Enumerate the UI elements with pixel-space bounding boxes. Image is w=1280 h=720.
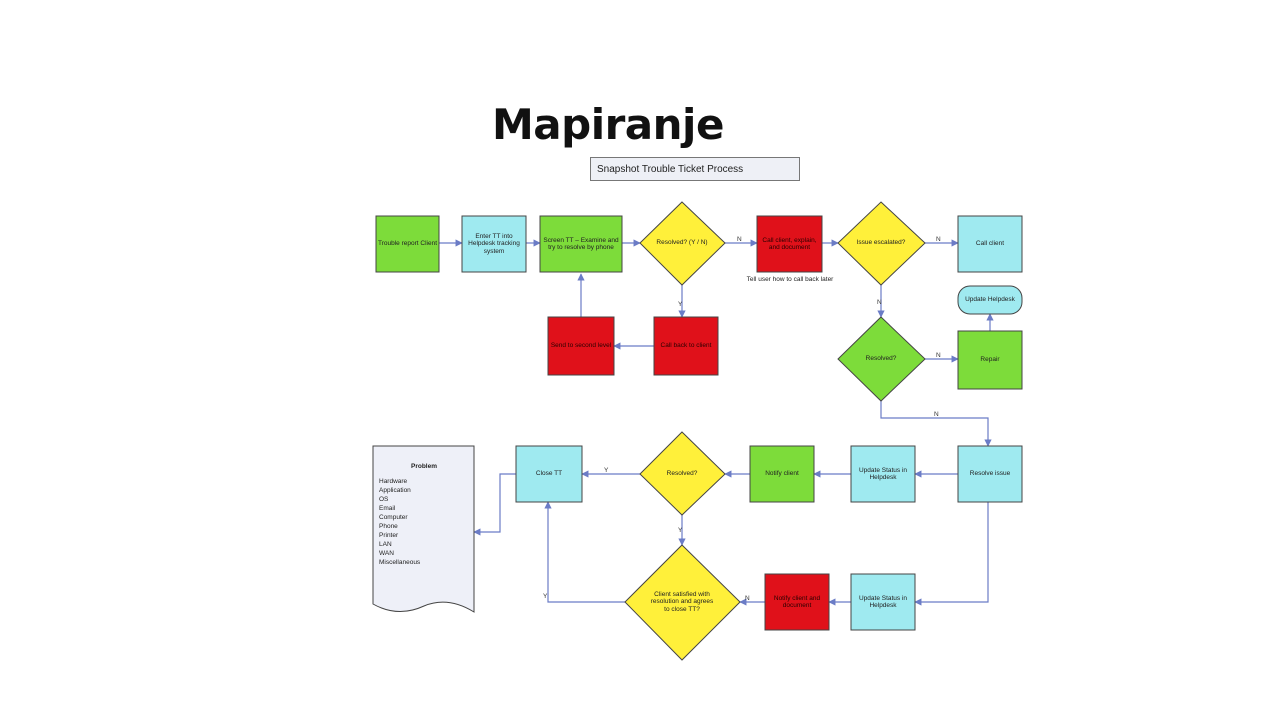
node-update-status-2 [850,573,916,631]
edge-label-e1: N [737,236,742,243]
connector-d3-n10 [880,401,992,447]
document-item: OS [379,496,389,503]
connector-n13-doc [473,473,516,536]
note-call-back: Tell user how to call back later [746,276,834,283]
node-repair [957,330,1023,390]
decision-client-satisfied [624,544,741,661]
node-resolve-issue [957,445,1023,503]
node-notify-client [749,445,815,503]
edge-label-e5: N [936,352,941,359]
edge-label-e9: N [745,595,750,602]
node-call-client-explain [756,215,823,273]
node-screen-tt [539,215,623,273]
node-enter-tt [461,215,527,273]
decision-escalated [837,201,926,286]
edge-label-e6: N [934,411,939,418]
node-call-client [957,215,1023,273]
edge-label-e8: Y [678,527,683,534]
node-trouble-report [375,215,440,273]
edge-label-e4: N [877,299,882,306]
document-content: Problem Hardware Application OS Email Co… [379,462,469,567]
decision-resolved-1 [639,201,726,286]
subtitle-box: Snapshot Trouble Ticket Process [590,157,800,181]
node-send-second-level [547,316,615,376]
decision-resolved-2 [837,316,926,402]
document-item: Application [379,487,411,494]
document-item: Hardware [379,478,408,485]
document-item: Miscellaneous [379,559,421,566]
connector-group [439,239,994,606]
document-item: Email [379,505,396,512]
node-notify-document [764,573,830,631]
edge-label-e3: Y [678,301,683,308]
node-call-back [653,316,719,376]
edge-label-e7: Y [604,467,609,474]
node-update-status [850,445,916,503]
document-title: Problem [410,463,437,470]
edge-label-e2: N [936,236,941,243]
document-item: Computer [379,514,408,521]
node-update-helpdesk [957,285,1023,315]
rect-nodes [375,215,1023,631]
decision-resolved-3 [639,431,726,516]
node-close-tt [515,445,583,503]
document-item: WAN [379,550,394,557]
document-shape [372,445,475,613]
document-item: Phone [379,523,398,530]
decision-nodes [624,201,926,661]
connector-n10-n14 [914,502,989,606]
document-item: Printer [379,532,399,539]
edge-label-e10: Y [543,593,548,600]
document-item: LAN [379,541,392,548]
page-title: Mapiranje [492,100,724,149]
connector-d5-n13 [544,501,625,603]
edge-labels: N N Y N N N Y Y N Y [543,236,941,602]
